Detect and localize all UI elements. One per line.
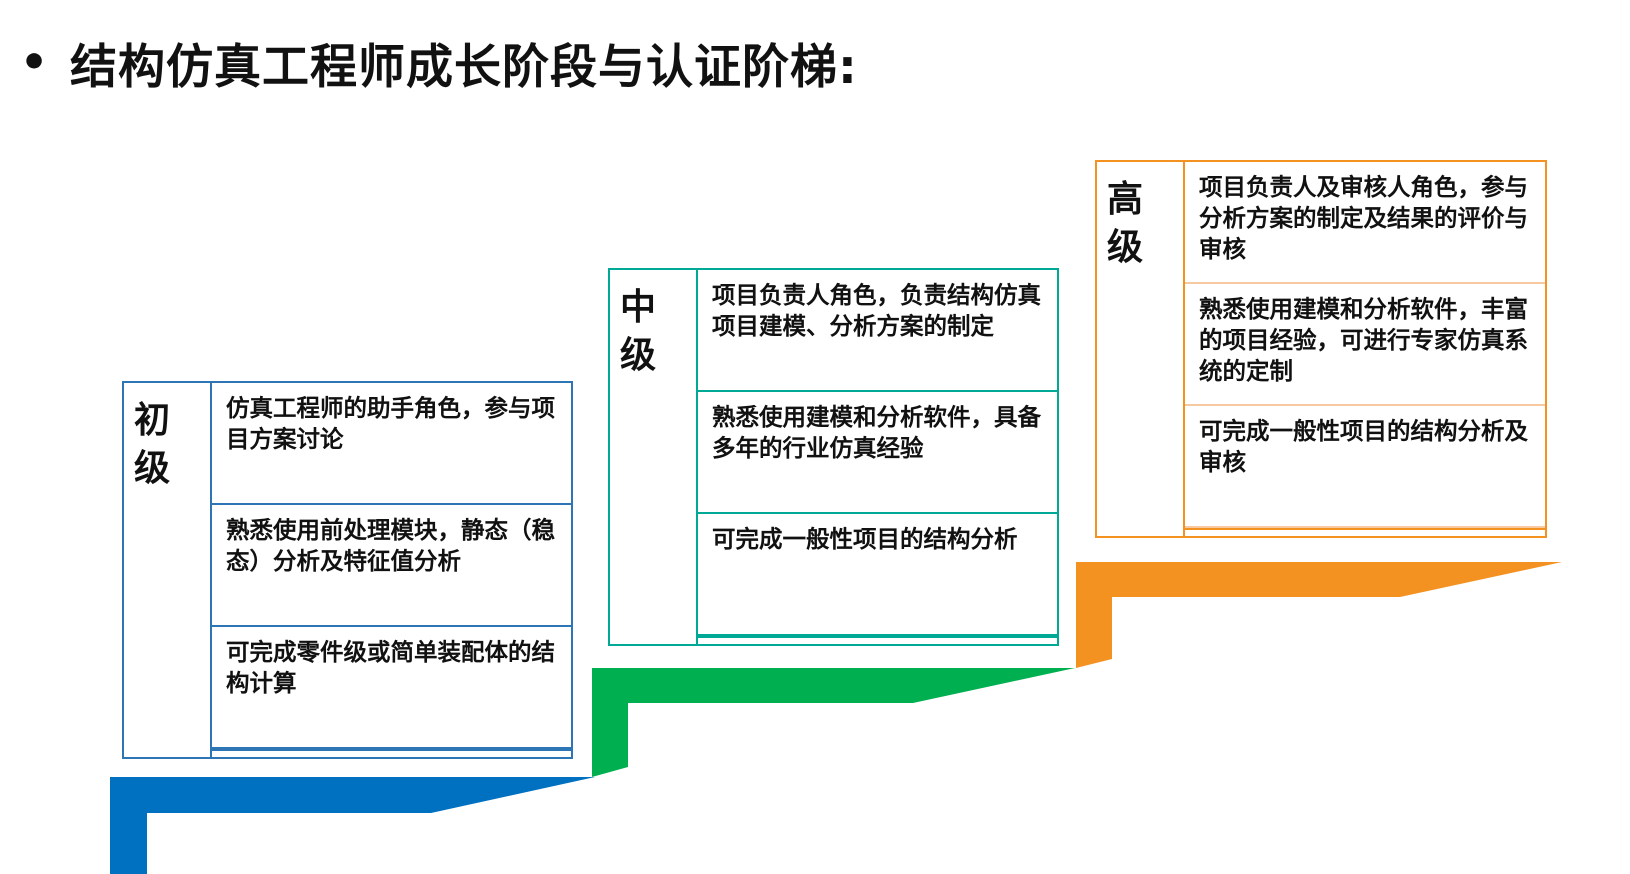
- title-text: 结构仿真工程师成长阶段与认证阶梯:: [70, 40, 858, 95]
- stair-step-green: [592, 668, 1075, 777]
- level-card-intermediate: 中 级 项目负责人角色，负责结构仿真项目建模、分析方案的制定 熟悉使用建模和分析…: [608, 268, 1059, 646]
- slide-title: • 结构仿真工程师成长阶段与认证阶梯:: [20, 28, 858, 97]
- level-card-senior: 高 级 项目负责人及审核人角色，参与分析方案的制定及结果的评价与审核 熟悉使用建…: [1095, 160, 1547, 538]
- junior-capability: 可完成零件级或简单装配体的结构计算: [212, 627, 571, 749]
- level-label-senior: 高 级: [1097, 162, 1185, 536]
- bullet-icon: •: [20, 37, 50, 88]
- intermediate-skills: 熟悉使用建模和分析软件，具备多年的行业仿真经验: [698, 392, 1057, 514]
- intermediate-role: 项目负责人角色，负责结构仿真项目建模、分析方案的制定: [698, 270, 1057, 392]
- level-label-junior: 初 级: [124, 383, 212, 757]
- junior-skills: 熟悉使用前处理模块，静态（稳态）分析及特征值分析: [212, 505, 571, 627]
- stair-step-orange: [1076, 562, 1562, 668]
- level-card-junior: 初 级 仿真工程师的助手角色，参与项目方案讨论 熟悉使用前处理模块，静态（稳态）…: [122, 381, 573, 759]
- senior-skills: 熟悉使用建模和分析软件，丰富的项目经验，可进行专家仿真系统的定制: [1185, 284, 1545, 406]
- stair-step-blue: [110, 777, 595, 874]
- junior-role: 仿真工程师的助手角色，参与项目方案讨论: [212, 383, 571, 505]
- senior-capability: 可完成一般性项目的结构分析及审核: [1185, 406, 1545, 528]
- senior-role: 项目负责人及审核人角色，参与分析方案的制定及结果的评价与审核: [1185, 162, 1545, 284]
- intermediate-capability: 可完成一般性项目的结构分析: [698, 514, 1057, 636]
- level-label-intermediate: 中 级: [610, 270, 698, 644]
